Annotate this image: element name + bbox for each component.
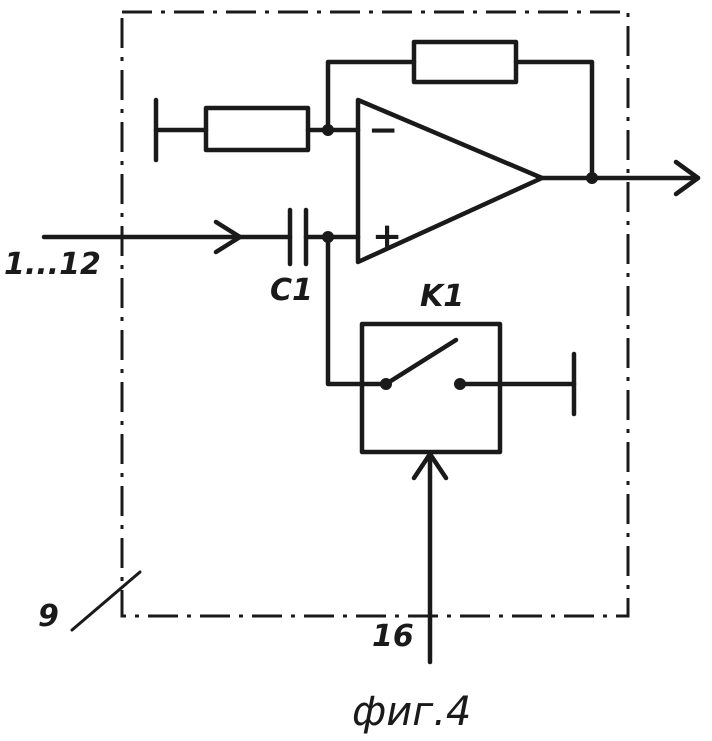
noninverting-input-sign: + (372, 216, 402, 257)
feedback-resistor (414, 42, 516, 82)
switch-label: K1 (420, 282, 464, 312)
block-number-leader (72, 572, 140, 630)
capacitor-label: C1 (270, 276, 313, 306)
figure-caption: фиг.4 (352, 692, 471, 732)
control-input-label: 16 (372, 622, 414, 652)
block-number-label: 9 (38, 602, 59, 632)
input-label: 1...12 (4, 250, 101, 280)
inverting-input-sign: − (368, 110, 398, 151)
ground-resistor (206, 108, 308, 150)
block-boundary (122, 12, 628, 616)
switch-blade (386, 340, 456, 384)
